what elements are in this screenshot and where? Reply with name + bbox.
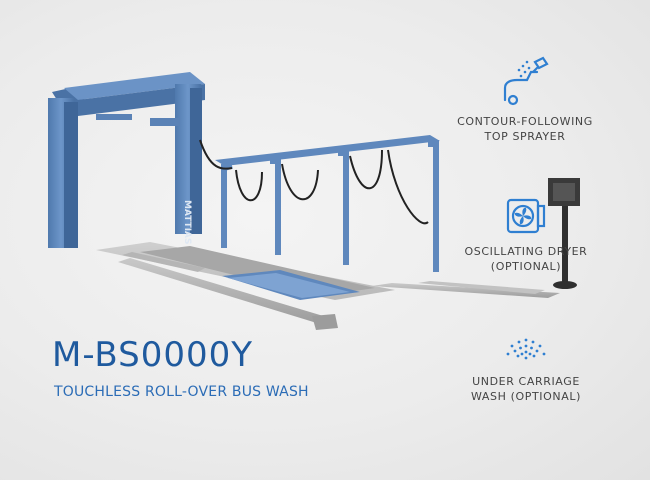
feature-under-carriage-wash: UNDER CARRIAGE WASH (OPTIONAL) bbox=[441, 336, 611, 404]
feature-top-sprayer: CONTOUR-FOLLOWING TOP SPRAYER bbox=[440, 52, 610, 144]
feature-label-line: TOP SPRAYER bbox=[484, 130, 566, 143]
feature-oscillating-dryer: OSCILLATING DRYER (OPTIONAL) bbox=[441, 194, 611, 274]
feature-label-line: WASH (OPTIONAL) bbox=[471, 390, 581, 403]
product-model: M-BS0000Y bbox=[52, 335, 253, 375]
gantry-frame: MATTIAS bbox=[48, 72, 205, 248]
under-carriage-wash-icon bbox=[506, 338, 546, 360]
machine-brand-label: MATTIAS bbox=[182, 200, 192, 245]
feature-label-line: UNDER CARRIAGE bbox=[472, 375, 580, 388]
feature-label-line: (OPTIONAL) bbox=[490, 260, 562, 273]
contour-sprayer-icon bbox=[503, 56, 549, 106]
hose-gantry bbox=[199, 135, 440, 272]
wash-bay-floor bbox=[96, 242, 395, 300]
floor-rails bbox=[118, 252, 560, 330]
dryer-unit bbox=[548, 178, 580, 289]
feature-label-line: OSCILLATING DRYER bbox=[464, 245, 588, 258]
feature-label-line: CONTOUR-FOLLOWING bbox=[457, 115, 593, 128]
oscillating-dryer-icon bbox=[506, 198, 546, 234]
product-subtitle: TOUCHLESS ROLL-OVER BUS WASH bbox=[54, 384, 309, 400]
